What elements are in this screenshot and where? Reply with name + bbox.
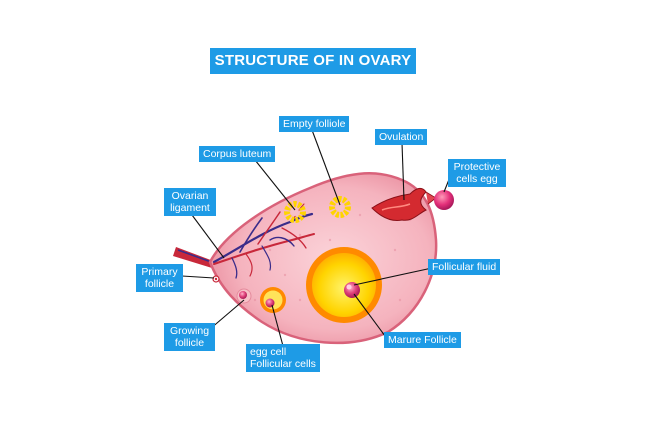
blood-vessels [212, 203, 315, 279]
label-egg-cell-line1: egg cell [250, 346, 287, 358]
label-ovulation: Ovulation [375, 129, 428, 145]
label-primary-follicle-line1: Primary [141, 266, 178, 278]
label-growing-follicle-line1: Growing [169, 325, 210, 337]
label-protective-cells-egg-line1: Protective [453, 161, 501, 173]
leader-lines [181, 129, 453, 347]
label-primary-follicle: Primary follicle [136, 264, 183, 292]
primary-follicle [212, 275, 220, 283]
label-primary-follicle-line2: follicle [144, 278, 175, 290]
protective-cells-egg [434, 190, 454, 210]
mature-follicle [306, 247, 382, 323]
label-corpus-luteum: Corpus luteum [199, 146, 276, 162]
label-empty-follicle: Empty folliole [279, 116, 350, 132]
label-follicular-fluid: Follicular fluid [428, 259, 501, 275]
label-mature-follicle: Marure Follicle [384, 332, 461, 348]
label-growing-follicle-line2: follicle [174, 337, 205, 349]
empty-follicle-left [284, 201, 306, 223]
ovarian-ligament-stalk [173, 247, 216, 268]
label-protective-cells-egg-line2: cells egg [456, 173, 498, 185]
label-ovarian-ligament-line2: ligament [170, 202, 210, 214]
diagram-title: STRUCTURE OF IN OVARY [210, 48, 416, 74]
empty-follicle-right [329, 196, 351, 218]
label-ovarian-ligament-line1: Ovarian [171, 190, 209, 202]
label-egg-cell-follicular-cells: egg cell Follicular cells [246, 344, 320, 372]
growing-follicle [236, 288, 252, 304]
label-growing-follicle: Growing follicle [164, 323, 215, 351]
label-ovarian-ligament: Ovarian ligament [164, 188, 216, 216]
label-egg-cell-line2: Follicular cells [250, 358, 316, 370]
stroma-texture [253, 213, 412, 322]
label-protective-cells-egg: Protective cells egg [448, 159, 506, 187]
